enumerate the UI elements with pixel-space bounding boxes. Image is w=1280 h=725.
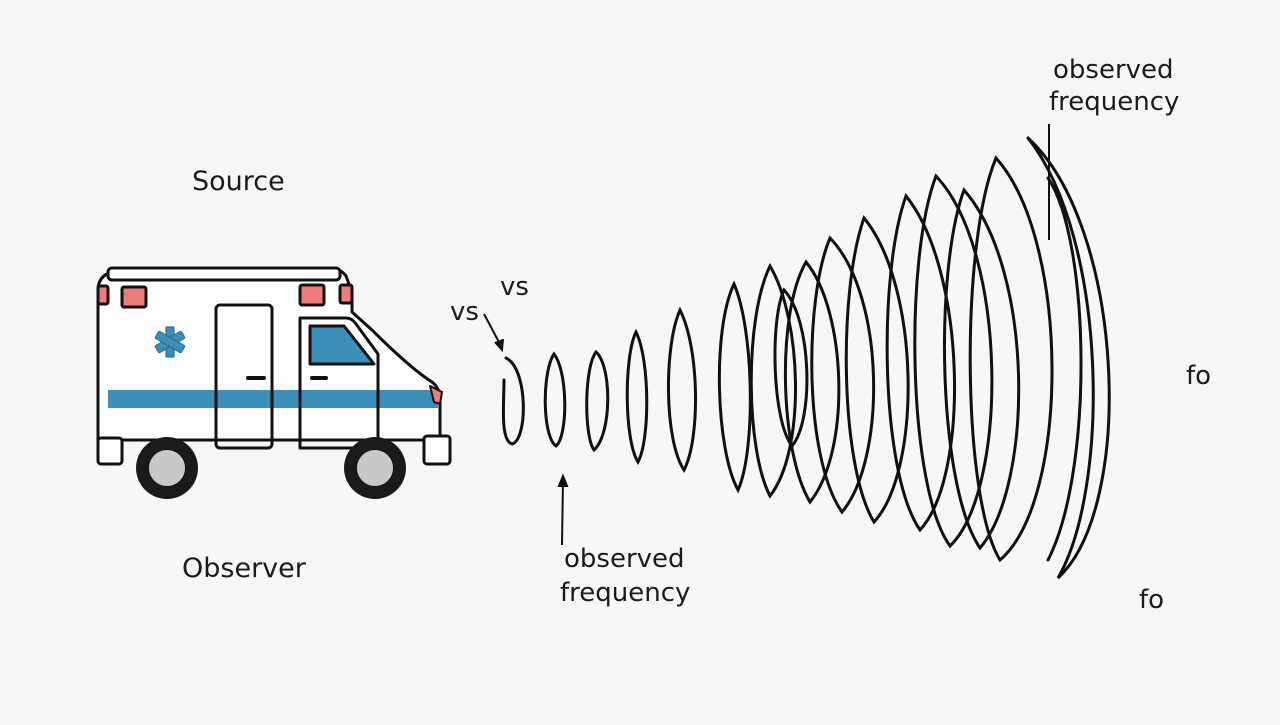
wavefront: [913, 173, 994, 549]
ambulance-rear-door: [214, 303, 274, 450]
observed-top-line2: frequency: [1049, 87, 1179, 117]
wavefront: [501, 356, 525, 446]
ambulance-front-door: [298, 316, 380, 450]
wavefront: [1026, 136, 1111, 580]
wavefront: [625, 328, 649, 465]
observed-bottom-line2: frequency: [560, 578, 690, 608]
fo-label-upper: fo: [1186, 361, 1211, 391]
ambulance-body: [96, 268, 442, 442]
wavefront: [749, 262, 797, 499]
observer-label: Observer: [182, 553, 307, 584]
wavefront: [968, 155, 1054, 563]
wavefront: [773, 287, 809, 449]
ambulance-light-rear: [120, 285, 148, 309]
sound-wavefronts: [501, 136, 1111, 580]
wavefront: [667, 306, 698, 473]
ambulance-icon: [96, 266, 452, 466]
ambulance-window: [308, 324, 376, 366]
wavefront: [1046, 176, 1083, 562]
ambulance-light-front: [298, 283, 326, 307]
wavefront: [943, 187, 1021, 551]
wavefront: [585, 349, 610, 453]
vs-label-upper: vs: [500, 272, 529, 302]
observed-bottom-arrowhead: [557, 473, 569, 487]
wavefront: [844, 214, 910, 525]
vs-arrowhead: [494, 338, 504, 353]
wheel-front: [344, 437, 406, 499]
wavefront: [810, 235, 876, 515]
annotation-pointers: [483, 124, 1050, 546]
wheel-rear: [136, 437, 198, 499]
observed-bottom-pointer-line: [561, 477, 564, 546]
fo-label-lower: fo: [1139, 585, 1164, 615]
vs-pointer-line: [483, 313, 501, 345]
observed-bottom-line1: observed: [564, 544, 685, 574]
wavefront: [717, 280, 752, 494]
wavefront: [543, 351, 567, 448]
star-of-life-icon: [154, 326, 186, 358]
vs-label-lower: vs: [450, 297, 479, 327]
wavefront: [783, 259, 841, 505]
observed-top-line1: observed: [1053, 55, 1174, 85]
source-label: Source: [192, 166, 285, 197]
